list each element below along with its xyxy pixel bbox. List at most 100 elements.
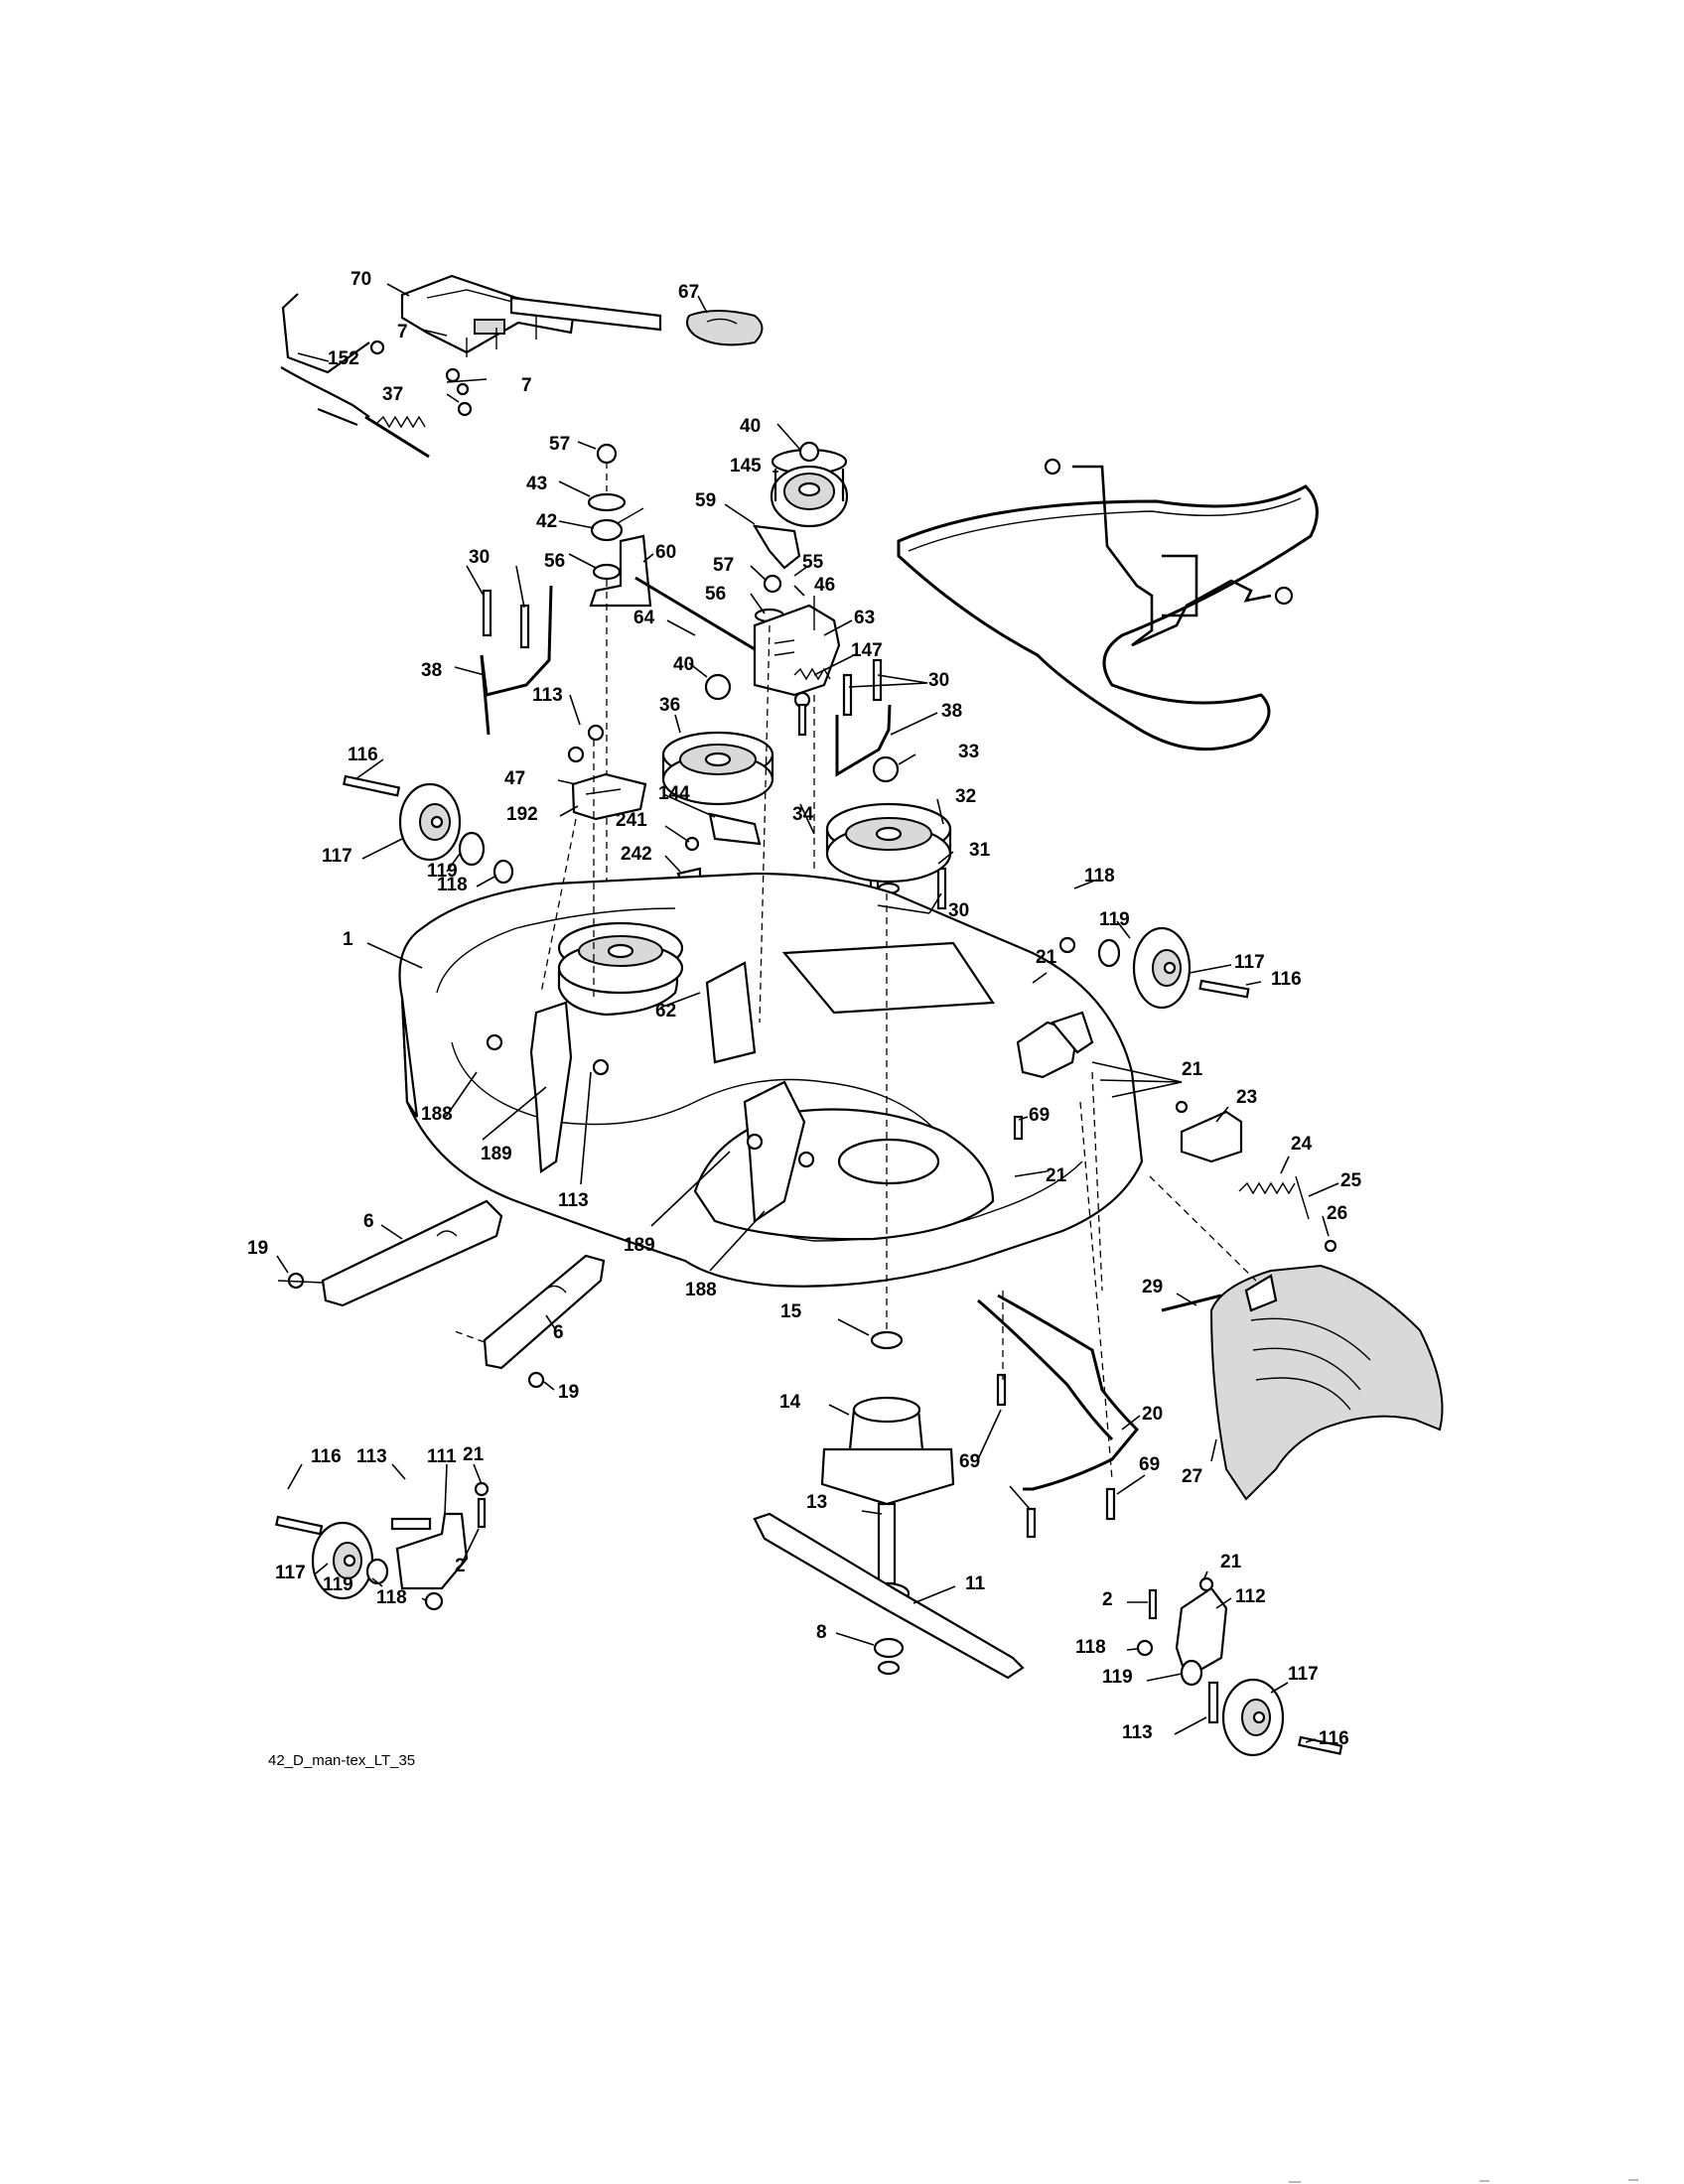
- callout-188b: 188: [685, 1280, 717, 1300]
- callout-34: 34: [792, 804, 814, 825]
- callout-192: 192: [506, 804, 538, 825]
- callout-117d: 117: [1288, 1664, 1319, 1685]
- gauge-wheels: [275, 774, 1343, 1757]
- callout-21d: 21: [463, 1444, 485, 1465]
- callout-14: 14: [779, 1392, 801, 1413]
- callout-32: 32: [955, 786, 976, 807]
- callout-25: 25: [1340, 1170, 1362, 1191]
- callout-42: 42: [536, 511, 557, 532]
- callout-189b: 189: [624, 1235, 655, 1256]
- callout-118b: 118: [1084, 866, 1115, 887]
- discharge-chute: [1149, 1100, 1444, 1501]
- callout-113c: 113: [356, 1446, 387, 1467]
- drive-belt: [897, 484, 1319, 751]
- callout-69a: 69: [1029, 1105, 1050, 1126]
- callout-57b: 57: [713, 555, 734, 576]
- callout-21a: 21: [1036, 947, 1057, 968]
- alignment-lines: [451, 624, 1103, 1343]
- callout-117a: 117: [322, 846, 352, 867]
- spindle-pulleys: [661, 673, 952, 895]
- callout-19a: 19: [247, 1238, 268, 1259]
- callout-119b: 119: [1099, 909, 1130, 930]
- callout-55: 55: [802, 552, 824, 573]
- belt-guide: [1044, 458, 1294, 647]
- callout-21b: 21: [1182, 1059, 1203, 1080]
- callout-119a: 119: [427, 861, 458, 882]
- callout-38a: 38: [421, 660, 442, 681]
- callout-145: 145: [730, 456, 762, 477]
- idler-pulley-assembly: [752, 441, 849, 697]
- leader-lines: [276, 283, 1339, 1743]
- deflector-bracket: [977, 1101, 1140, 1539]
- mower-blade: [753, 1512, 1025, 1680]
- callout-2a: 2: [455, 1556, 466, 1576]
- callout-30a: 30: [469, 547, 490, 568]
- callout-111: 111: [427, 1446, 457, 1467]
- callout-118d: 118: [1075, 1637, 1106, 1658]
- callout-64: 64: [633, 608, 655, 628]
- callout-56b: 56: [705, 584, 726, 605]
- callout-6b: 6: [553, 1322, 564, 1343]
- callout-56a: 56: [544, 551, 565, 572]
- callout-117b: 117: [1234, 952, 1265, 973]
- callout-19b: 19: [558, 1382, 579, 1403]
- callout-69c: 69: [1139, 1454, 1160, 1475]
- callout-30b: 30: [928, 670, 949, 691]
- callout-40a: 40: [740, 416, 761, 437]
- callout-113a: 113: [532, 685, 563, 706]
- callout-242: 242: [621, 844, 652, 865]
- scan-marks: [1289, 2179, 1638, 2183]
- mower-deck-housing: [398, 872, 1144, 1288]
- callout-62: 62: [655, 1001, 676, 1022]
- callout-33: 33: [958, 742, 979, 762]
- lift-handle-assembly: [280, 274, 662, 459]
- callout-113d: 113: [1122, 1722, 1153, 1743]
- callout-63: 63: [854, 608, 875, 628]
- callout-1: 1: [343, 929, 353, 950]
- callout-11: 11: [965, 1573, 986, 1594]
- callout-116a: 116: [348, 745, 378, 765]
- callout-7a: 7: [397, 322, 408, 342]
- callout-117c: 117: [275, 1563, 306, 1583]
- callout-40b: 40: [673, 654, 694, 675]
- callout-113b: 113: [558, 1190, 589, 1211]
- callout-188a: 188: [421, 1104, 453, 1125]
- callout-7b: 7: [521, 375, 532, 396]
- callout-43: 43: [526, 474, 547, 494]
- height-adjust-knob: [686, 310, 764, 346]
- callout-152: 152: [328, 348, 359, 369]
- callout-116c: 116: [311, 1446, 342, 1467]
- callout-30c: 30: [948, 900, 969, 921]
- deck-bracket: [567, 724, 647, 821]
- callout-2b: 2: [1102, 1589, 1113, 1610]
- callout-8: 8: [816, 1622, 827, 1643]
- callout-116d: 116: [1319, 1728, 1349, 1749]
- callout-27: 27: [1182, 1466, 1202, 1487]
- callout-46: 46: [814, 575, 835, 596]
- callout-31: 31: [969, 840, 991, 861]
- callout-13: 13: [806, 1492, 827, 1513]
- callout-119c: 119: [323, 1574, 353, 1595]
- callout-21c: 21: [1046, 1165, 1067, 1186]
- callout-57a: 57: [549, 434, 570, 455]
- callout-69b: 69: [959, 1451, 980, 1472]
- callout-241: 241: [616, 810, 647, 831]
- callout-20: 20: [1142, 1404, 1163, 1425]
- parts-artwork: [275, 274, 1444, 1757]
- callout-116b: 116: [1271, 969, 1302, 990]
- callout-47: 47: [504, 768, 525, 789]
- diagram-caption: 42_D_man-tex_LT_35: [268, 1752, 415, 1769]
- callout-23: 23: [1236, 1087, 1257, 1108]
- callout-70: 70: [351, 269, 371, 290]
- callout-15: 15: [780, 1301, 802, 1322]
- callout-118c: 118: [376, 1587, 407, 1608]
- callout-38b: 38: [941, 701, 962, 722]
- callout-119d: 119: [1102, 1667, 1133, 1688]
- callout-29: 29: [1142, 1277, 1163, 1297]
- callout-59: 59: [695, 490, 716, 511]
- deck-hanger-brackets: [277, 1199, 606, 1389]
- callout-147: 147: [851, 640, 883, 661]
- callout-24: 24: [1291, 1134, 1313, 1155]
